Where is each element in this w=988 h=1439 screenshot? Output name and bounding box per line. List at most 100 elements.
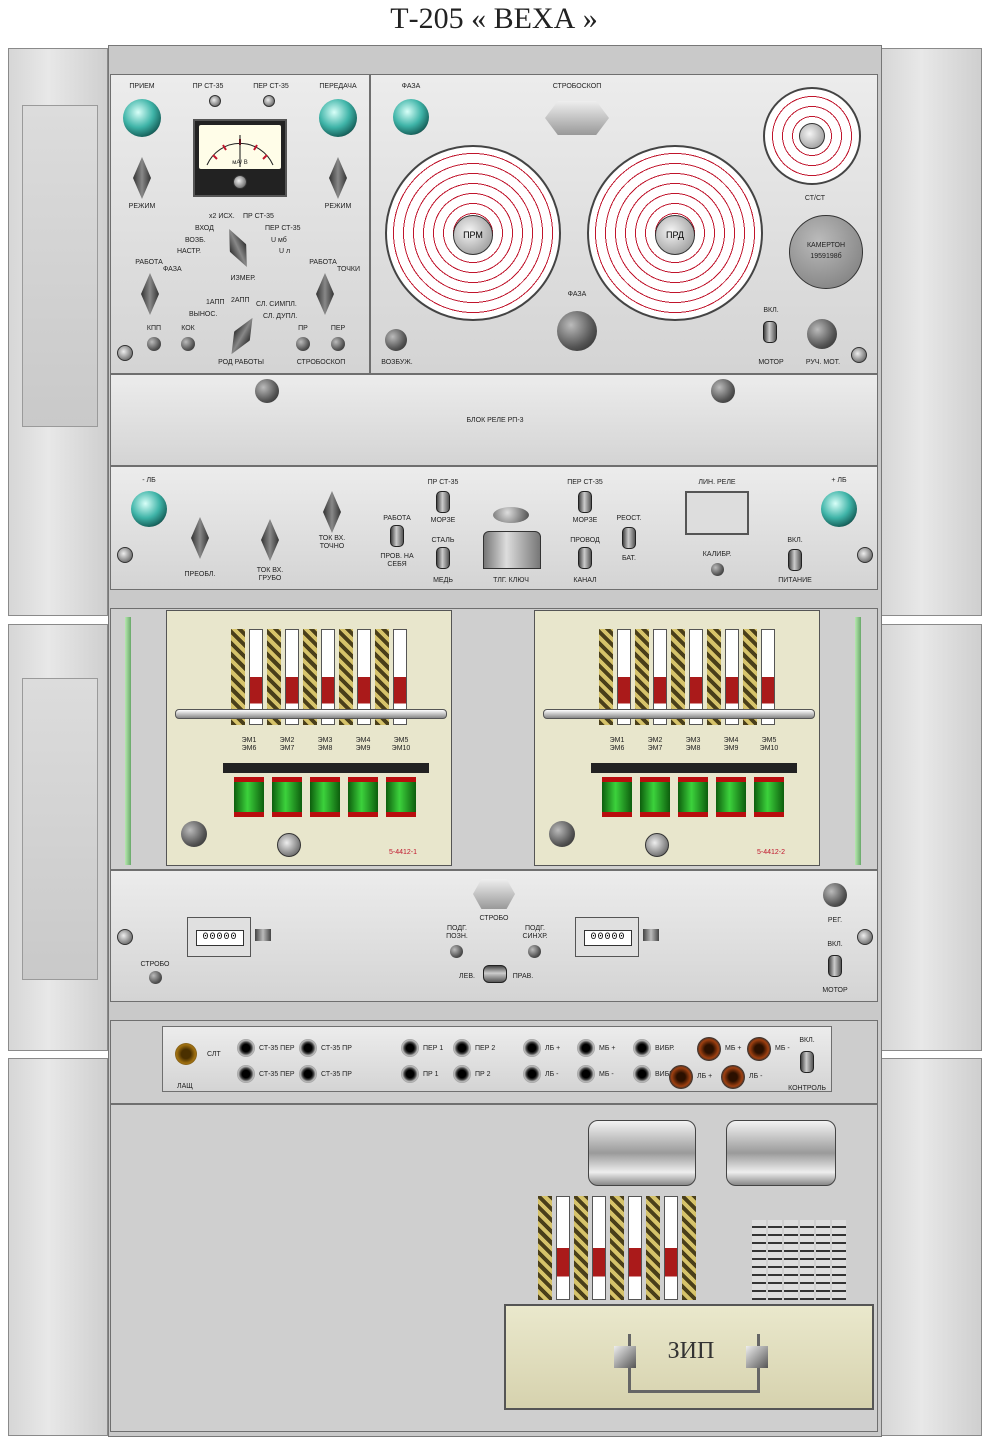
electromagnet-coil: [310, 777, 340, 817]
counter-panel: СТРОБО 00000 СТРОБО ПОДГ. ПОЗН. ПОДГ. СИ…: [110, 870, 878, 1002]
lb-minus-red-label: ЛБ -: [749, 1073, 763, 1080]
rabota-left-label: РАБОТА: [135, 259, 163, 266]
code-bar: [635, 629, 649, 725]
spare-code-bar: [646, 1196, 660, 1300]
panel-left-screw: [117, 345, 133, 361]
jack-socket[interactable]: [299, 1065, 317, 1083]
motor-toggle[interactable]: [763, 321, 777, 343]
prd-label: ПРД: [666, 230, 684, 240]
zip-box[interactable]: ЗИП: [504, 1304, 874, 1410]
rabota-toggle[interactable]: [390, 525, 404, 547]
telegraph-key-knob[interactable]: [493, 507, 529, 523]
mb-plus-jack-red[interactable]: [697, 1037, 721, 1061]
zip-latch-right[interactable]: [746, 1346, 768, 1368]
left-door-bottom[interactable]: [8, 1058, 108, 1436]
electromagnet-coil: [602, 777, 632, 817]
jack-socket[interactable]: [453, 1065, 471, 1083]
motor-toggle-2[interactable]: [828, 955, 842, 977]
jack-socket[interactable]: [523, 1039, 541, 1057]
counter-left-reset[interactable]: [255, 929, 271, 941]
right-door-lower[interactable]: [880, 624, 982, 1051]
vozbuzh-knob[interactable]: [385, 329, 407, 351]
jack-socket[interactable]: [633, 1039, 651, 1057]
jack-socket[interactable]: [523, 1065, 541, 1083]
pitanie-toggle[interactable]: [788, 549, 802, 571]
jack-socket[interactable]: [577, 1065, 595, 1083]
rabota-tochki-switch[interactable]: [316, 273, 334, 315]
line-screw-right: [857, 547, 873, 563]
spare-code-bar: [556, 1196, 570, 1300]
ruch-mot-knob[interactable]: [807, 319, 837, 349]
lb-plus-jack-red[interactable]: [669, 1065, 693, 1089]
meter-zero-screw[interactable]: [233, 175, 247, 189]
left-door-upper-inset: [22, 105, 98, 427]
kamerton-number: 1959198б: [810, 253, 842, 260]
kok-button[interactable]: [181, 337, 195, 351]
zip-latch-left[interactable]: [614, 1346, 636, 1368]
pr-strobo-button[interactable]: [296, 337, 310, 351]
peredacha-label: ПЕРЕДАЧА: [319, 83, 357, 90]
lb-minus-jack-red[interactable]: [721, 1065, 745, 1089]
prav-label: ПРАВ.: [512, 973, 534, 980]
vozbuzh-label: ВОЗБУЖ.: [381, 359, 413, 366]
page-title: Т-205 « ВЕХА »: [390, 2, 598, 35]
code-bar: [249, 629, 263, 725]
jack-label: ВИБР.: [655, 1045, 675, 1052]
kontrol-toggle[interactable]: [800, 1051, 814, 1073]
pr-st35-trim[interactable]: [209, 95, 221, 107]
per-st35-trim[interactable]: [263, 95, 275, 107]
med-label: МЕДЬ: [433, 577, 453, 584]
peredacha-lamp: [319, 99, 357, 137]
kamerton-label: КАМЕРТОН: [806, 242, 846, 249]
jack-socket[interactable]: [633, 1065, 651, 1083]
right-door-bottom[interactable]: [880, 1058, 982, 1436]
electromagnet-coil: [716, 777, 746, 817]
per-st35-line-label: ПЕР СТ-35: [567, 479, 603, 486]
strobo-left-button[interactable]: [149, 971, 162, 984]
stal-med-toggle[interactable]: [436, 547, 450, 569]
rezhim-right-switch[interactable]: [329, 157, 347, 199]
meter-face: мА/ В: [199, 125, 281, 169]
st-st-hub: [799, 123, 825, 149]
izmer-selector[interactable]: [221, 225, 255, 271]
pitanie-vkl-label: ВКЛ.: [787, 537, 803, 544]
per-st35-toggle[interactable]: [578, 491, 592, 513]
jack-socket[interactable]: [401, 1039, 419, 1057]
tok-grubo-lever[interactable]: [261, 519, 279, 561]
per-strobo-label: ПЕР: [330, 325, 346, 332]
kpp-button[interactable]: [147, 337, 161, 351]
jack-socket[interactable]: [237, 1039, 255, 1057]
telegraph-key[interactable]: [479, 503, 543, 571]
jack-socket[interactable]: [401, 1065, 419, 1083]
pr-st35-toggle[interactable]: [436, 491, 450, 513]
izmer-per-st35-label: ПЕР СТ-35: [265, 225, 301, 232]
rod-sl-simpl-label: СЛ. СИМПЛ.: [256, 301, 297, 308]
right-door-upper[interactable]: [880, 48, 982, 616]
podg-sinhr-button[interactable]: [528, 945, 541, 958]
jack-label: ПЕР 2: [475, 1045, 496, 1052]
lev-prav-toggle[interactable]: [483, 965, 507, 983]
rod-raboty-selector[interactable]: [224, 313, 261, 358]
provod-kanal-toggle[interactable]: [578, 547, 592, 569]
rabota-faza-switch[interactable]: [141, 273, 159, 315]
lev-label: ЛЕВ.: [459, 973, 475, 980]
preobl-lever[interactable]: [191, 517, 209, 559]
per-strobo-button[interactable]: [331, 337, 345, 351]
slt-connector[interactable]: [175, 1043, 197, 1065]
type-unit-number: 5-4412-2: [757, 849, 786, 856]
reg-knob[interactable]: [823, 883, 847, 907]
faza-dial-knob[interactable]: [557, 311, 597, 351]
tok-tochno-lever[interactable]: [323, 491, 341, 533]
jack-socket[interactable]: [577, 1039, 595, 1057]
rezhim-left-switch[interactable]: [133, 157, 151, 199]
podg-pozn-button[interactable]: [450, 945, 463, 958]
jack-socket[interactable]: [453, 1039, 471, 1057]
code-bar: [671, 629, 685, 725]
counter-right-reset[interactable]: [643, 929, 659, 941]
kalibr-button[interactable]: [711, 563, 724, 576]
jack-socket[interactable]: [237, 1065, 255, 1083]
jack-socket[interactable]: [299, 1039, 317, 1057]
izmer-vozb-label: ВОЗБ.: [185, 237, 206, 244]
mb-minus-jack-red[interactable]: [747, 1037, 771, 1061]
reost-bat-toggle[interactable]: [622, 527, 636, 549]
